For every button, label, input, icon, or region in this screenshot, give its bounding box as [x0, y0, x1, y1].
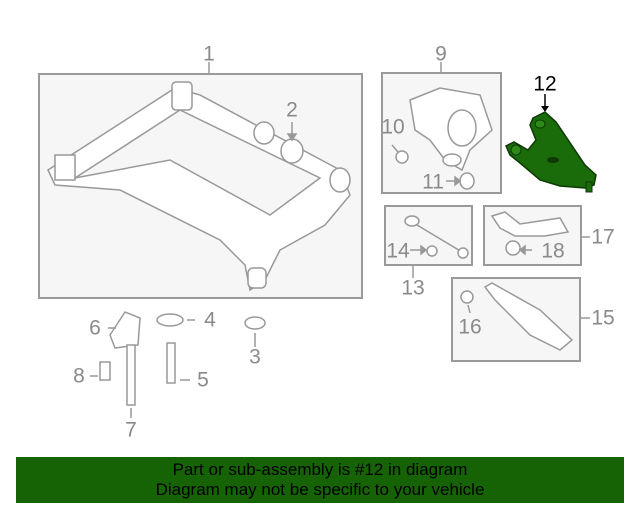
- callout-3[interactable]: 3: [249, 345, 261, 369]
- bracket-part-6[interactable]: [109, 311, 141, 349]
- notice-banner: Part or sub-assembly is #12 in diagram D…: [16, 457, 624, 503]
- mount-part-4[interactable]: [156, 313, 184, 327]
- callout-14[interactable]: 14: [386, 239, 410, 263]
- upper-control-arm-part-12[interactable]: [505, 94, 597, 193]
- callout-5[interactable]: 5: [197, 368, 209, 392]
- callout-15[interactable]: 15: [591, 306, 615, 330]
- callout-13[interactable]: 13: [401, 276, 425, 300]
- callout-6[interactable]: 6: [89, 316, 101, 340]
- bolt-part-5[interactable]: [166, 342, 176, 384]
- callout-1[interactable]: 1: [203, 42, 215, 66]
- link-part-17[interactable]: [490, 211, 570, 256]
- callout-10[interactable]: 10: [381, 115, 405, 139]
- callout-7[interactable]: 7: [125, 418, 137, 442]
- knuckle-part-9[interactable]: [395, 87, 493, 190]
- callout-16[interactable]: 16: [458, 315, 482, 339]
- callout-18[interactable]: 18: [541, 239, 565, 263]
- callout-17[interactable]: 17: [591, 225, 615, 249]
- washer-part-3[interactable]: [244, 316, 266, 330]
- callout-2[interactable]: 2: [286, 98, 298, 122]
- subframe-part[interactable]: [47, 81, 351, 292]
- callout-12-highlighted[interactable]: 12: [533, 72, 557, 96]
- lower-arm-part-15[interactable]: [460, 282, 574, 351]
- bolt-part-7[interactable]: [126, 344, 136, 406]
- callout-8[interactable]: 8: [73, 364, 85, 388]
- callout-11[interactable]: 11: [422, 170, 444, 194]
- banner-line-disclaimer: Diagram may not be specific to your vehi…: [155, 480, 485, 499]
- banner-line-part-number: Part or sub-assembly is #12 in diagram: [172, 460, 468, 479]
- callout-4[interactable]: 4: [204, 308, 216, 332]
- bushing-part-2[interactable]: [253, 121, 304, 164]
- callout-9[interactable]: 9: [435, 42, 447, 66]
- bolt-part-8[interactable]: [99, 361, 111, 381]
- lateral-link-part-13[interactable]: [404, 215, 469, 259]
